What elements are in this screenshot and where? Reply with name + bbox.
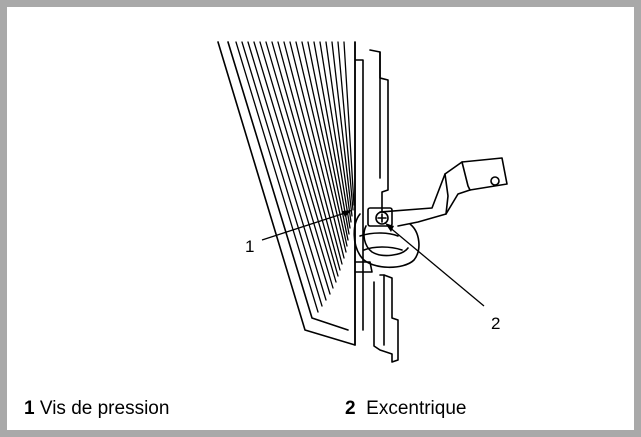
callout-1-leader	[261, 211, 349, 241]
callout-2-leader	[387, 225, 485, 307]
legend-item-1-number: 1	[24, 398, 35, 419]
legend-item-2: 2 Excentrique	[345, 399, 466, 418]
radiator-outline	[217, 41, 356, 346]
legend-item-1: 1 Vis de pression	[24, 399, 169, 418]
clamp-body	[353, 213, 420, 269]
legend-item-2-number: 2	[345, 398, 356, 419]
pressure-screw	[375, 211, 389, 225]
front-plate	[354, 41, 364, 346]
radiator-fins	[235, 41, 355, 313]
callout-1-number: 1	[245, 237, 255, 256]
bracket-arm	[379, 157, 508, 227]
wall-rail	[369, 49, 389, 213]
legend-item-1-label: Vis de pression	[39, 398, 170, 419]
legend-item-2-label: Excentrique	[366, 398, 467, 419]
callout-2-number: 2	[491, 314, 501, 333]
